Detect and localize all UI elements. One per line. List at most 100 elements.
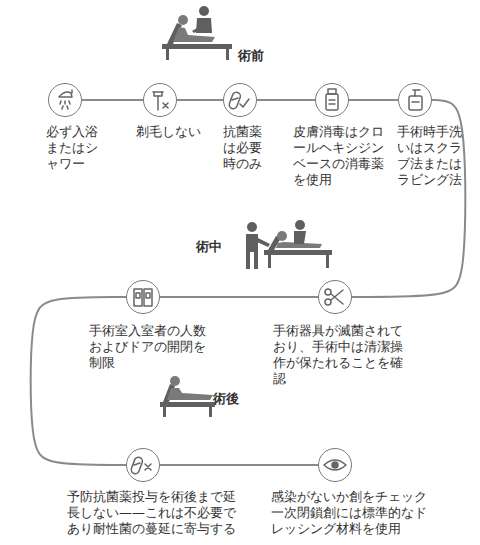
step-caption: 手術室入室者の人数およびドアの開閉を制限 xyxy=(89,323,207,371)
pill-crossed-icon xyxy=(130,456,151,475)
flow-line xyxy=(160,464,318,466)
step-circle: 剃毛しない xyxy=(143,83,177,117)
step-text: 感染がないか創をチェック 一次閉鎖創には標準的なドレッシング材料を使用 xyxy=(271,489,429,537)
intraop-surgery-illustration-part xyxy=(295,220,305,230)
intraop-surgery-illustration-part xyxy=(246,234,258,252)
postop-bed-illustration-part xyxy=(209,407,212,417)
pill-check-icon-part xyxy=(228,91,241,110)
soap-pump-icon-part xyxy=(413,90,420,96)
step-circle: 手術室入室者の人数およびドアの開閉を制限 xyxy=(126,280,160,314)
pill-crossed-icon-part xyxy=(145,464,151,470)
antiseptic-bottle-icon-part xyxy=(328,89,336,94)
intraop-surgery-illustration-part xyxy=(326,255,329,268)
flow-line xyxy=(160,296,318,298)
phase-heading: 術前 xyxy=(238,47,264,65)
intraop-surgery-illustration xyxy=(246,220,332,269)
step-text: 手術室入室者の人数およびドアの開閉を制限 xyxy=(89,323,207,371)
postop-bed-illustration-part xyxy=(160,402,215,407)
antiseptic-bottle-icon-part xyxy=(329,100,335,104)
preop-bed-illustration xyxy=(162,6,232,60)
shower-icon-part xyxy=(60,101,70,109)
step-text: 必ず入浴またはシャワー xyxy=(46,124,100,172)
intraop-surgery-illustration-part xyxy=(254,252,258,269)
soap-pump-icon-part xyxy=(412,101,419,103)
flow-line xyxy=(31,297,126,465)
preop-bed-illustration-part xyxy=(226,49,229,60)
doors-icon-part xyxy=(144,289,152,306)
flow-line xyxy=(177,99,223,101)
step-text: 皮膚消毒はクロールヘキシジンベースの消毒薬を使用 xyxy=(293,124,386,188)
razor-crossed-icon-part xyxy=(163,103,168,108)
step-circle: 抗菌薬は必要時のみ xyxy=(223,83,257,117)
postop-bed-illustration xyxy=(160,376,215,417)
soap-pump-icon xyxy=(409,90,422,110)
soap-pump-icon-part xyxy=(409,96,422,110)
doors-icon-part xyxy=(136,293,150,298)
intraop-surgery-illustration-part xyxy=(246,252,250,269)
step-caption: 手術器具が滅菌されており、手術中は清潔操作が保たれることを確認 xyxy=(273,323,407,387)
step-caption: 予防抗菌薬投与を術後まで延長しない——これは不必要であり耐性菌の蔓延に寄与する xyxy=(67,489,237,537)
postop-bed-illustration-part xyxy=(163,407,166,417)
eye-icon-part xyxy=(332,462,338,468)
scissors-icon-part xyxy=(325,289,331,295)
step-caption: 剃毛しない xyxy=(136,124,206,140)
scissors-icon xyxy=(325,289,343,305)
razor-crossed-icon-part xyxy=(157,96,159,110)
razor-crossed-icon-part xyxy=(154,92,162,96)
phase-heading: 術中 xyxy=(196,238,222,256)
intraop-surgery-illustration-part xyxy=(268,255,271,268)
step-circle: 手術時手洗いはスクラブ法またはラビング法 xyxy=(398,83,432,117)
step-caption: 必ず入浴またはシャワー xyxy=(46,124,100,172)
intraop-surgery-illustration-part xyxy=(264,250,332,255)
antiseptic-bottle-icon xyxy=(326,89,338,110)
pill-crossed-icon-part xyxy=(134,463,140,465)
step-circle: 予防抗菌薬投与を術後まで延長しない——これは不必要であり耐性菌の蔓延に寄与する xyxy=(126,448,160,482)
preop-bed-illustration-part xyxy=(178,15,188,25)
preop-bed-illustration-part xyxy=(199,6,209,16)
step-circle: 感染がないか創をチェック 一次閉鎖創には標準的なドレッシング材料を使用 xyxy=(318,448,352,482)
step-caption: 感染がないか創をチェック 一次閉鎖創には標準的なドレッシング材料を使用 xyxy=(271,489,429,537)
step-text: 剃毛しない xyxy=(136,124,206,140)
step-circle: 皮膚消毒はクロールヘキシジンベースの消毒薬を使用 xyxy=(315,83,349,117)
flow-line xyxy=(82,99,143,101)
step-caption: 皮膚消毒はクロールヘキシジンベースの消毒薬を使用 xyxy=(293,124,386,188)
intraop-surgery-illustration-part xyxy=(257,238,270,247)
pill-check-icon-part xyxy=(232,98,238,100)
razor-crossed-icon-part xyxy=(153,91,163,93)
shower-icon-part xyxy=(59,92,72,97)
step-caption: 抗菌薬は必要時のみ xyxy=(223,124,264,172)
doors-icon-part xyxy=(134,289,142,306)
antiseptic-bottle-icon-part xyxy=(326,94,338,110)
shower-icon-part xyxy=(71,90,73,93)
phase-heading: 術後 xyxy=(213,390,239,408)
preop-bed-illustration-part xyxy=(192,26,202,33)
step-text: 抗菌薬は必要時のみ xyxy=(223,124,264,172)
eye-icon xyxy=(324,460,346,470)
step-text: 手術時手洗いはスクラブ法またはラビング法 xyxy=(397,124,464,188)
step-caption: 手術時手洗いはスクラブ法またはラビング法 xyxy=(397,124,464,188)
postop-bed-illustration-part xyxy=(170,376,180,386)
shower-icon xyxy=(59,90,72,109)
step-circle: 手術器具が滅菌されており、手術中は清潔操作が保たれることを確認 xyxy=(318,280,352,314)
flow-line xyxy=(257,99,315,101)
razor-crossed-icon xyxy=(153,92,168,110)
step-text: 手術器具が滅菌されており、手術中は清潔操作が保たれることを確認 xyxy=(273,323,407,387)
step-circle: 必ず入浴またはシャワー xyxy=(48,83,82,117)
intraop-surgery-illustration-part xyxy=(294,231,306,244)
preop-bed-illustration-part xyxy=(162,44,232,49)
eye-icon-part xyxy=(324,460,346,470)
pill-crossed-icon-part xyxy=(130,456,143,475)
pill-check-icon xyxy=(228,91,249,110)
intraop-surgery-illustration-part xyxy=(247,222,257,232)
flow-line xyxy=(349,99,398,101)
postop-bed-illustration-part xyxy=(167,388,213,400)
step-text: 予防抗菌薬投与を術後まで延長しない——これは不必要であり耐性菌の蔓延に寄与する xyxy=(67,489,237,537)
intraop-surgery-illustration-part xyxy=(277,231,287,241)
scissors-icon-part xyxy=(331,290,343,304)
preop-bed-illustration-part xyxy=(166,49,169,60)
doors-icon xyxy=(134,289,152,306)
